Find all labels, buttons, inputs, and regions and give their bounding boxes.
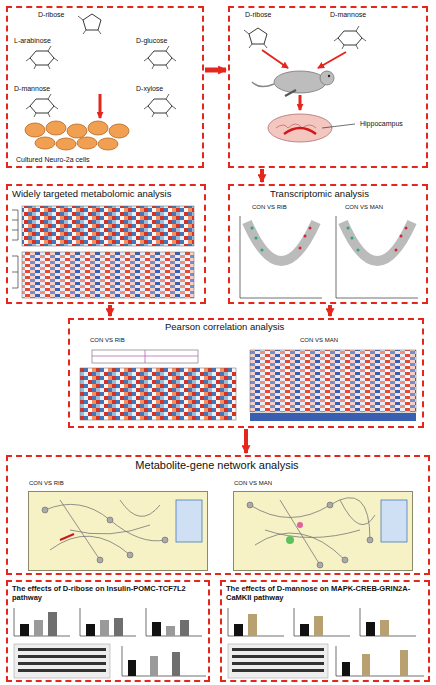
panel-label: D-mannose (14, 85, 50, 93)
flow-arrow (260, 169, 264, 182)
animal-panel: D-ribose D-mannoseHippocampus (228, 6, 428, 168)
network-panel: CON VS MAN (233, 491, 413, 571)
panel-label: Hippocampus (360, 120, 403, 128)
panel-title: Transcriptomic analysis (270, 189, 369, 200)
panel-title: CON VS RIB (29, 480, 64, 487)
panel-title: The effects of D-ribose on Insulin-POMC-… (12, 585, 206, 602)
panel-label: D-xylose (136, 85, 163, 93)
analysis-panel: Metabolite-gene network analysisCON VS R… (6, 455, 430, 575)
panel-label: CON VS RIB (252, 204, 287, 211)
panel-label: L-arabinose (14, 37, 51, 45)
panel-label: CON VS RIB (90, 337, 125, 344)
panel-label: D-glucose (136, 37, 168, 45)
analysis-panel: Transcriptomic analysisCON VS RIB CON VS … (228, 184, 428, 304)
network-panel: CON VS RIB (28, 491, 208, 571)
analysis-panel: Pearson correlation analysisCON VS RIB CO… (68, 318, 424, 428)
result-panel: The effects of D-ribose on Insulin-POMC-… (6, 580, 210, 682)
panel-title: Widely targeted metabolomic analysis (12, 189, 202, 200)
flow-arrow (244, 429, 248, 453)
panel-label: CON VS MAN (300, 337, 338, 344)
panel-label: D-mannose (330, 11, 366, 19)
panel-title: Pearson correlation analysis (165, 322, 284, 333)
panel-label: CON VS MAN (345, 204, 383, 211)
panel-title: The effects of D-mannose on MAPK-CREB-GR… (226, 585, 426, 602)
panel-title: D-ribose (245, 11, 271, 19)
panel-title: D-ribose (38, 11, 64, 19)
panel-title: CON VS MAN (234, 480, 272, 487)
result-panel: The effects of D-mannose on MAPK-CREB-GR… (220, 580, 430, 682)
panel-title: Metabolite-gene network analysis (8, 459, 426, 472)
panel-label: Cultured Neuro-2a cells (16, 156, 90, 164)
analysis-panel: Widely targeted metabolomic analysis (6, 184, 206, 304)
flow-arrow (205, 68, 226, 73)
flow-arrow (108, 305, 112, 316)
flow-arrow (328, 305, 332, 316)
input-panel: D-riboseL-arabinose D-glucoseD-mannose D-x… (6, 6, 204, 168)
